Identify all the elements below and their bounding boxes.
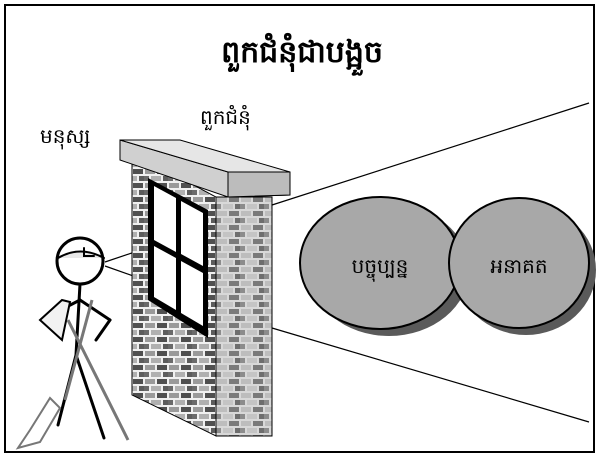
future-circle: អនាគត xyxy=(449,198,596,335)
wall-front-face xyxy=(216,197,272,436)
person-right-forearm xyxy=(96,320,110,340)
diagram-title: ពួកជំនុំជាបង្អួច xyxy=(221,32,383,76)
top-outer-sight-line xyxy=(272,103,589,205)
shovel-blade xyxy=(18,398,60,448)
person-label: មនុស្ស xyxy=(40,124,90,150)
bottom-outer-sight-line xyxy=(272,328,589,422)
person-right-arm xyxy=(80,300,110,320)
church-label: ពួកជំនុំ xyxy=(200,104,251,131)
person-head xyxy=(57,238,103,284)
shovel-icon xyxy=(18,300,128,448)
future-label: អនាគត xyxy=(490,254,547,278)
brick-wall xyxy=(120,140,290,436)
wall-top-cap-edge xyxy=(228,172,290,197)
present-label: បច្ចុប្បន្ន xyxy=(352,254,409,282)
shovel-grip xyxy=(40,300,70,340)
present-circle: បច្ចុប្បន្ន xyxy=(300,197,469,336)
person-right-leg xyxy=(76,355,104,438)
